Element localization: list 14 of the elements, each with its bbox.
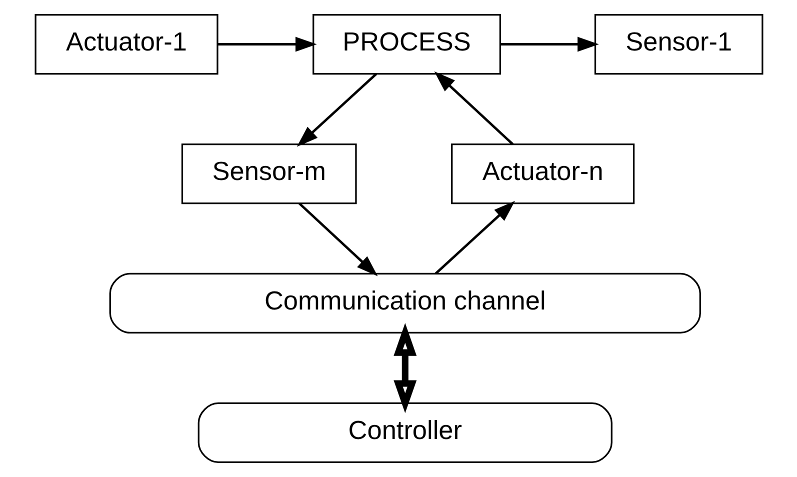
node-box: Communication channel	[108, 272, 700, 334]
arrow	[434, 71, 514, 146]
node-box: Sensor-m	[180, 143, 356, 204]
arrow	[434, 200, 515, 275]
node-box: Controller	[197, 402, 612, 464]
node-box: Sensor-1	[594, 14, 763, 75]
arrow	[296, 73, 377, 147]
node-box: Actuator-n	[450, 143, 634, 204]
node-box: PROCESS	[312, 14, 501, 75]
arrow	[500, 36, 598, 52]
arrow	[217, 36, 316, 52]
arrow	[393, 322, 416, 414]
node-box: Actuator-1	[34, 14, 218, 75]
arrow	[298, 202, 378, 276]
